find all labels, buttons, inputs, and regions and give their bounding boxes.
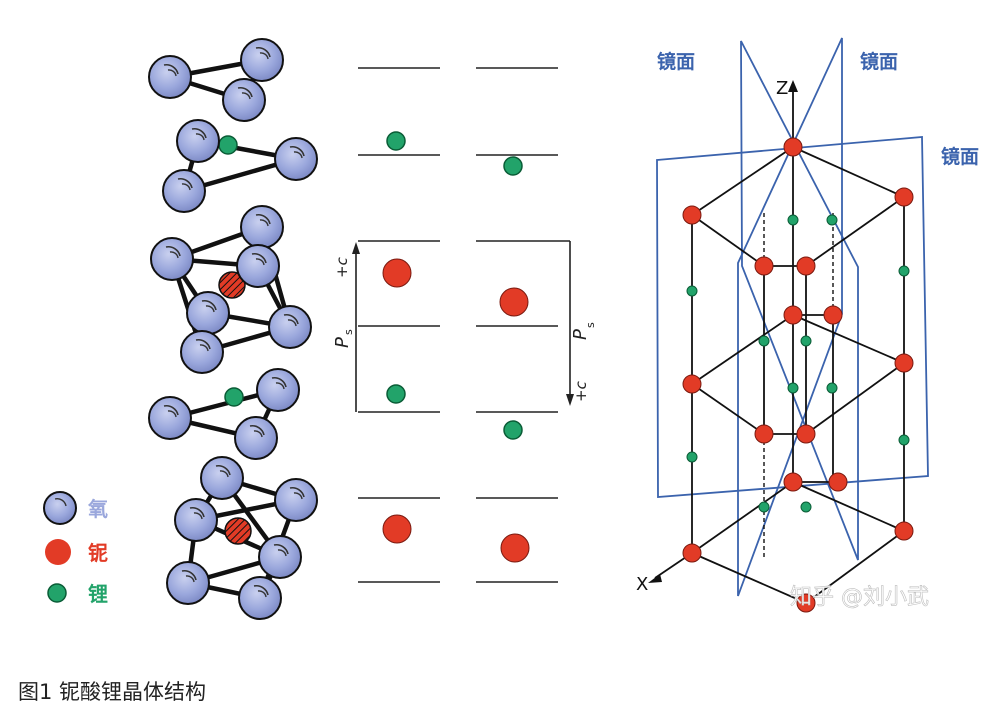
figure-caption: 图1 铌酸锂晶体结构 <box>18 680 207 704</box>
z-axis-arrow <box>788 80 798 92</box>
left-axis-sign: +c <box>333 256 351 278</box>
mirror-plane <box>740 40 859 561</box>
niobium-atom <box>499 287 529 317</box>
octahedra-panel: 氧 铌 锂 <box>43 38 318 620</box>
right-polarization-axis: P s +c <box>566 241 597 406</box>
left-axis-label: P <box>332 337 353 348</box>
niobium-atoms <box>682 137 914 613</box>
mirror-label-1: 镜面 <box>657 50 695 73</box>
mirror-plane <box>737 37 843 597</box>
lithium-atoms <box>686 214 910 513</box>
mirror-label-3: 镜面 <box>941 145 979 168</box>
x-axis-arrow <box>648 574 662 583</box>
right-axis-sub: s <box>584 322 597 328</box>
mirror-planes <box>656 37 929 597</box>
legend-niobium-label: 铌 <box>88 541 108 565</box>
x-axis-label: X <box>636 574 648 595</box>
crystal-panel: Z X <box>636 37 979 613</box>
left-polarization-axis: +c P s <box>332 242 360 412</box>
legend-oxygen-swatch <box>43 491 77 525</box>
niobium-atom <box>218 271 246 299</box>
z-axis-label: Z <box>776 78 788 99</box>
lattice-bonds <box>654 88 905 604</box>
lithium-atom <box>386 384 406 404</box>
mirror-label-2: 镜面 <box>860 50 898 73</box>
lithium-atom <box>503 420 523 440</box>
legend-niobium-swatch <box>45 539 71 565</box>
oxygen-plane-lines <box>358 67 570 583</box>
stacking-panel: +c P s P s +c <box>332 67 597 583</box>
niobium-atom <box>500 533 530 563</box>
left-axis-sub: s <box>342 329 355 335</box>
legend-oxygen-label: 氧 <box>87 497 108 521</box>
oxygen-atoms <box>148 38 318 620</box>
lithium-atom <box>503 156 523 176</box>
lithium-atom <box>224 387 244 407</box>
legend-lithium-swatch <box>47 583 67 603</box>
right-axis-sign: +c <box>572 380 590 402</box>
right-axis-label: P <box>570 329 591 340</box>
niobium-atom <box>382 258 412 288</box>
niobium-atom <box>382 514 412 544</box>
legend: 氧 铌 锂 <box>43 491 108 606</box>
lithium-atom <box>386 131 406 151</box>
niobium-atom <box>224 517 252 545</box>
mirror-plane <box>656 136 929 498</box>
legend-lithium-label: 锂 <box>88 582 108 606</box>
lithium-atom <box>218 135 238 155</box>
watermark: 知乎 @刘小武 <box>790 585 929 610</box>
